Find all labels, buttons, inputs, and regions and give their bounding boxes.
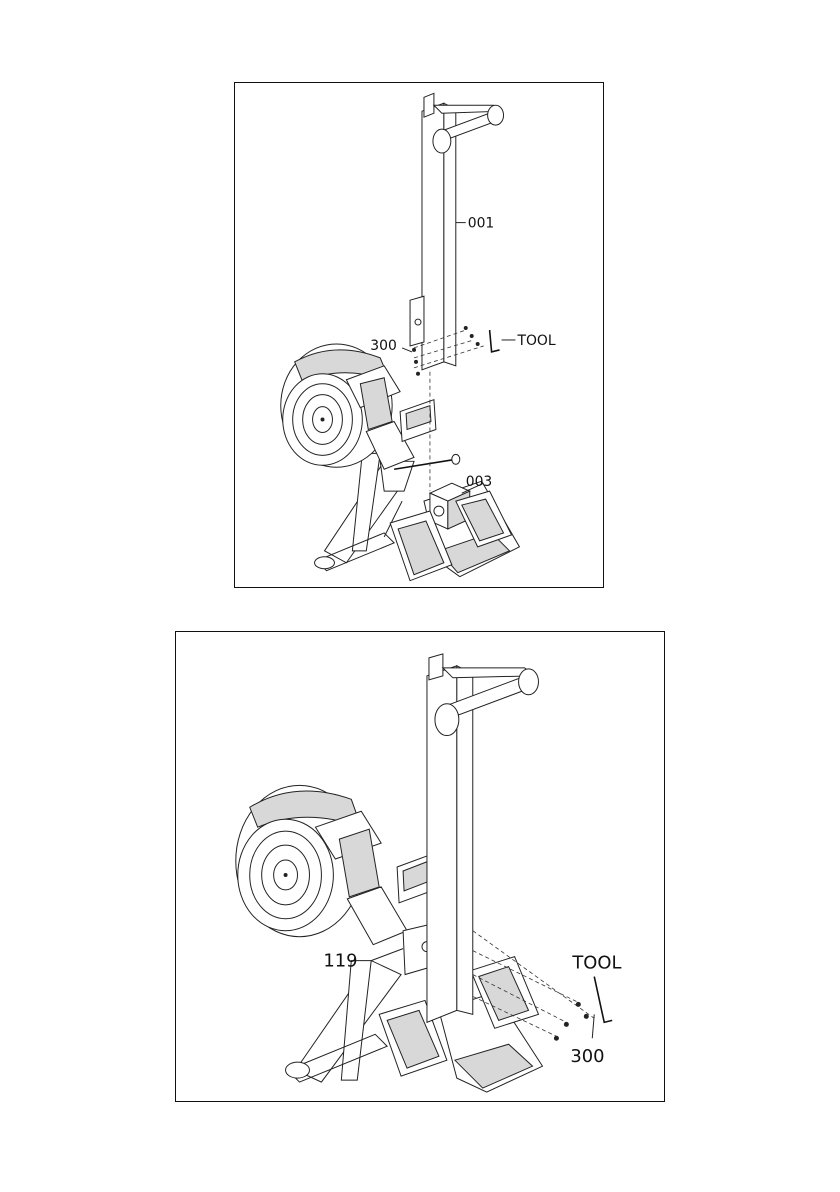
callout-tool-bottom: TOOL (571, 953, 621, 974)
callout-003: 003 (466, 474, 493, 490)
step-panel-top: 001 300 TOOL 003 (234, 82, 604, 588)
callout-300-top: 300 (370, 338, 397, 354)
callout-300-bottom: 300 (570, 1046, 604, 1067)
allen-key-tool (490, 330, 500, 352)
monitor (400, 400, 436, 442)
rower-exploded-illustration-top: 001 300 TOOL 003 (235, 83, 603, 587)
callout-tool-top: TOOL (516, 333, 555, 349)
step-panel-bottom: 119 TOOL 300 (175, 631, 665, 1102)
callout-119: 119 (323, 951, 357, 972)
rower-assembled-illustration-bottom: 119 TOOL 300 (176, 632, 664, 1101)
leader-lines (402, 223, 515, 494)
allen-key-tool (594, 977, 612, 1023)
callout-001: 001 (468, 216, 495, 232)
